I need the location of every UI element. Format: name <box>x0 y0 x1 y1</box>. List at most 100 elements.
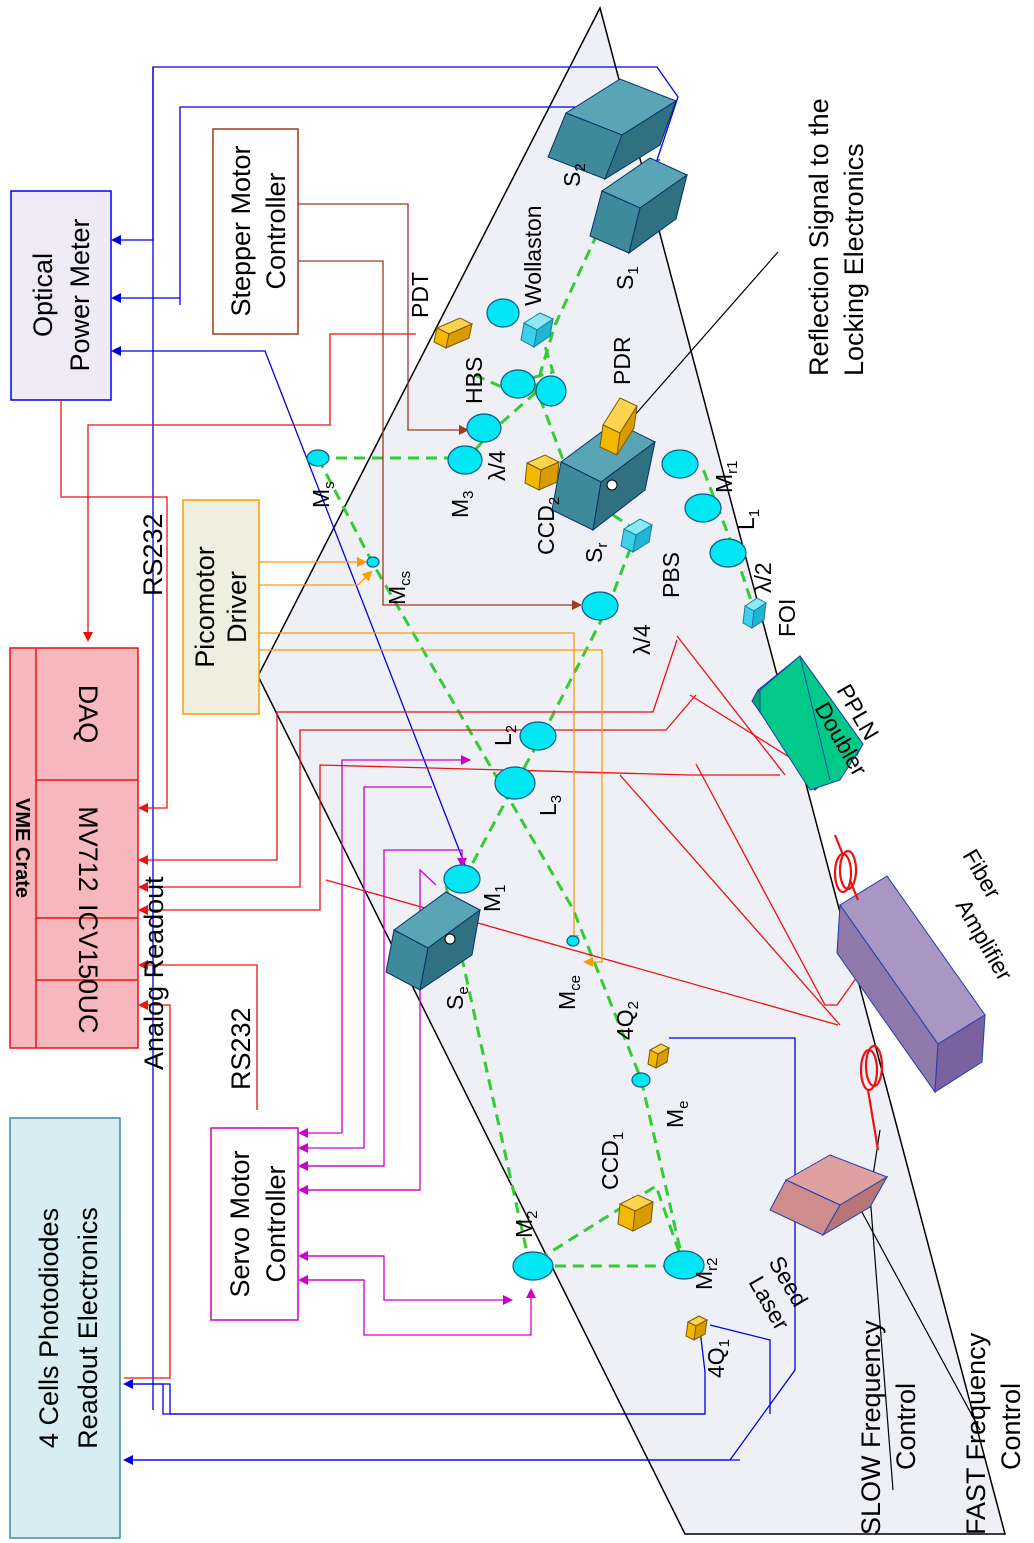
slow-frequency-label-2: Control <box>891 1383 921 1470</box>
label-4q1: 4Q1 <box>703 1339 733 1378</box>
label-qw-mid: λ/4 <box>629 624 655 655</box>
label-ms: Ms <box>308 481 338 508</box>
label-l1: L1 <box>733 509 763 530</box>
servo-motor-controller-box[interactable] <box>210 1127 299 1321</box>
optic-mr1 <box>661 449 699 479</box>
ccd2-camera <box>524 454 561 491</box>
optic-ms <box>306 449 330 467</box>
vme-uc: UC <box>73 995 103 1034</box>
vme-daq: DAQ <box>73 685 103 744</box>
optic-qw-mid <box>581 591 619 621</box>
label-s1: S1 <box>612 266 642 290</box>
pbs-cube <box>620 518 654 554</box>
cube-sr <box>551 421 656 532</box>
label-mcs: Mcs <box>384 571 414 605</box>
optic-m2 <box>512 1251 554 1281</box>
label-l2: L2 <box>490 725 520 746</box>
label-m1: M1 <box>479 884 509 912</box>
fiber-coil-upper <box>833 834 860 901</box>
label-m2: M2 <box>511 1210 541 1238</box>
optic-mr2 <box>663 1250 705 1280</box>
rs232-servo-label: RS232 <box>226 1007 256 1090</box>
vme-mv712: MV712 <box>73 806 103 892</box>
label-me: Me <box>662 1100 692 1128</box>
cube-se <box>385 891 481 992</box>
slow-frequency-label-1: SLOW Frequency <box>856 1320 886 1535</box>
stepper-motor-controller-box[interactable] <box>212 128 299 335</box>
label-m3: M3 <box>447 490 477 518</box>
optic-l3 <box>494 766 536 800</box>
magenta-servo-wires <box>298 755 536 1336</box>
label-4q2: 4Q2 <box>612 1001 642 1040</box>
rs232-meter-label: RS232 <box>138 513 168 596</box>
vme-icv150: ICV150 <box>73 904 103 994</box>
optic-hbs <box>500 369 536 399</box>
optic-pdr-lens <box>535 375 567 407</box>
optic-mcs <box>366 556 380 568</box>
cube-s2 <box>547 78 678 181</box>
label-fiber-2: Amplifier <box>951 895 1018 986</box>
red-signal-wires <box>60 333 863 1379</box>
label-sr: Sr <box>581 543 611 563</box>
stepper-label-1: Stepper Motor <box>226 145 256 316</box>
reflection-label-1: Reflection Signal to the <box>804 98 834 376</box>
pdr-detector <box>599 397 638 456</box>
label-ccd1: CCD1 <box>597 1132 627 1190</box>
optic-m1 <box>443 864 481 894</box>
optic-hbs-upper <box>486 298 520 328</box>
label-hw: λ/2 <box>750 562 776 593</box>
label-ccd2: CCD2 <box>533 497 563 555</box>
label-fiber-1: Fiber <box>958 845 1007 904</box>
label-mr1: Mr1 <box>711 460 741 493</box>
readout-label-2: Readout Electronics <box>73 1207 103 1449</box>
optic-l1 <box>684 493 722 523</box>
optic-qw-top <box>466 413 502 443</box>
optic-hw <box>709 538 747 568</box>
fast-frequency-label-1: FAST Frequency <box>961 1332 991 1535</box>
wollaston-prism <box>520 312 555 349</box>
stepper-wires <box>298 203 582 610</box>
reflection-label-2: Locking Electronics <box>839 143 869 376</box>
ccd1-camera <box>617 1194 655 1232</box>
blue-signal-wires <box>111 66 796 1465</box>
readout-electronics-box[interactable] <box>9 1117 121 1539</box>
4q1-detector <box>685 1315 709 1341</box>
vme-crate[interactable] <box>9 647 139 1049</box>
servo-label-1: Servo Motor <box>225 1150 255 1297</box>
picomotor-driver-box[interactable] <box>182 499 260 715</box>
readout-label-1: 4 Cells Photodiodes <box>34 1208 64 1448</box>
fiber-coil-lower <box>859 1044 884 1151</box>
stepper-label-2: Controller <box>261 172 291 289</box>
optic-me <box>631 1072 651 1088</box>
picomotor-label-2: Driver <box>222 571 252 643</box>
analog-readout-label: Analog Readout <box>139 876 169 1070</box>
optic-l2 <box>519 721 557 751</box>
label-pdt: PDT <box>407 272 433 318</box>
picomotor-label-1: Picomotor <box>190 546 220 668</box>
label-qw-top: λ/4 <box>484 450 510 481</box>
fast-frequency-label-2: Control <box>996 1383 1026 1470</box>
optical-power-meter-box[interactable] <box>10 190 112 401</box>
label-foi: FOI <box>774 599 800 637</box>
fiber-amplifier <box>836 875 986 1094</box>
label-s2: S2 <box>559 163 589 187</box>
label-se: Se <box>442 986 472 1010</box>
4q2-detector <box>647 1043 671 1069</box>
label-l3: L3 <box>535 795 565 816</box>
optic-mce <box>566 935 580 947</box>
optic-m3 <box>447 445 483 475</box>
label-mce: Mce <box>554 975 584 1010</box>
power-meter-label-1: Optical <box>28 253 58 337</box>
label-pbs: PBS <box>658 552 684 598</box>
label-pdr: PDR <box>609 336 635 385</box>
seed-laser <box>769 1154 889 1237</box>
power-meter-label-2: Power Meter <box>65 218 95 371</box>
label-mr2: Mr2 <box>691 1257 721 1290</box>
vme-title: VME Crate <box>11 798 33 898</box>
label-hbs: HBS <box>461 357 487 404</box>
cube-s1 <box>589 157 688 255</box>
orange-picomotor-wires <box>259 557 603 967</box>
foi-isolator <box>742 597 767 630</box>
